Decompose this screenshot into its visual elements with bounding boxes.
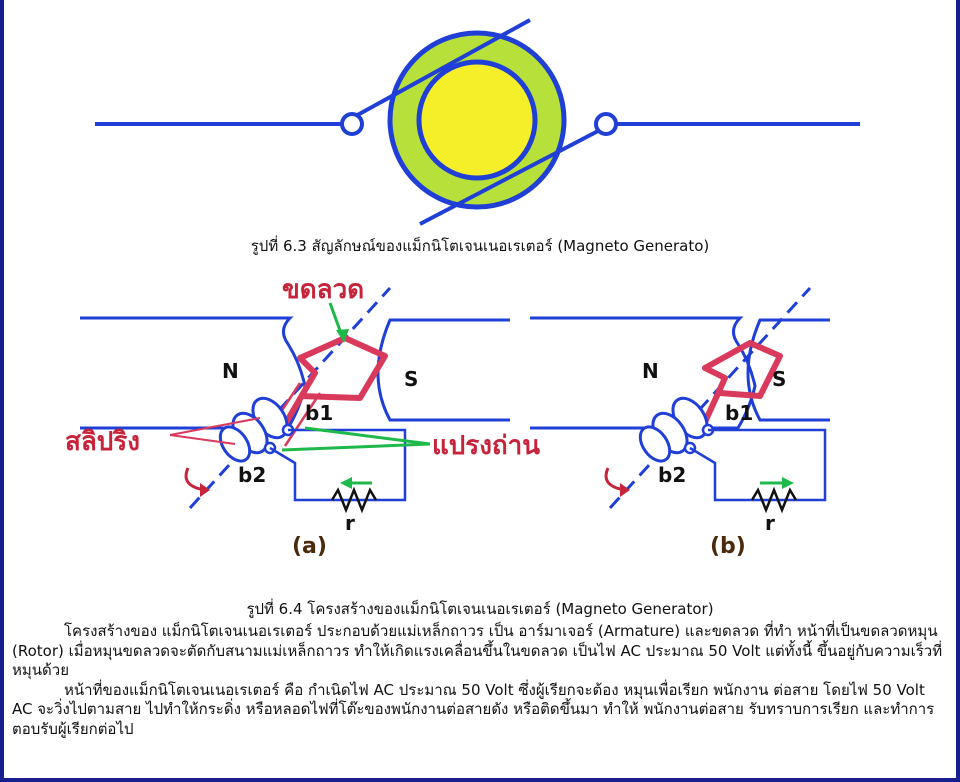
- label-b2-b: b2: [658, 463, 686, 487]
- magnet-n-pole: [80, 316, 307, 430]
- resistor-r: [330, 486, 378, 514]
- panel-a: ขดลวด สลิปริง แปรงถ่าน N S b1 b2 r (a): [65, 275, 540, 559]
- label-s-b: S: [772, 367, 786, 391]
- magnet-s-pole: [376, 318, 510, 422]
- label-b2: b2: [238, 463, 266, 487]
- label-n-b: N: [642, 359, 659, 383]
- label-slipring: สลิปริง: [65, 427, 140, 457]
- resistor-r-b: [750, 486, 798, 514]
- rotation-arrowhead-b: [620, 483, 630, 497]
- rotor-inner-core: [416, 59, 538, 181]
- magnet-s-pole-b: [746, 318, 830, 422]
- brush-pointer-2: [281, 442, 431, 452]
- current-arrowhead-b: [782, 477, 794, 489]
- brush-pointer-1: [304, 426, 431, 446]
- label-brush: แปรงถ่าน: [432, 431, 540, 461]
- left-terminal: [340, 112, 364, 136]
- figure-6-3-caption: รูปที่ 6.3 สัญลักษณ์ของแม็กนิโตเจนเนอเรเ…: [250, 237, 710, 255]
- upper-brush-line: [351, 18, 531, 120]
- label-n: N: [222, 359, 239, 383]
- magneto-structure-figure: ขดลวด สลิปริง แปรงถ่าน N S b1 b2 r (a) N…: [65, 275, 830, 559]
- rotation-axis: [188, 286, 392, 510]
- magneto-symbol-figure: [95, 18, 860, 226]
- coil-pointer-head: [336, 329, 349, 343]
- label-b1-b: b1: [725, 401, 753, 425]
- current-arrowhead-a: [340, 477, 352, 489]
- coil-loop-b: [697, 340, 783, 435]
- right-terminal: [594, 112, 618, 136]
- slip-ring-b3: [638, 425, 672, 463]
- rotation-axis-b: [608, 286, 812, 510]
- lower-brush-line: [419, 128, 601, 226]
- figure-6-4-caption: รูปที่ 6.4 โครงสร้างของแม็กนิโตเจนเนอเรเ…: [246, 600, 714, 618]
- rotation-arrowhead-a: [200, 483, 210, 497]
- paragraph-1: โครงสร้างของ แม็กนิโตเจนเนอเรเตอร์ ประกอ…: [12, 622, 943, 679]
- label-s: S: [404, 367, 418, 391]
- panel-label-a: (a): [292, 534, 327, 559]
- label-r: r: [345, 511, 355, 535]
- slipring-pointer: [169, 417, 261, 445]
- label-r-b: r: [765, 511, 775, 535]
- panel-b: N S b1 b2 r (b): [530, 286, 830, 559]
- label-b1: b1: [305, 401, 333, 425]
- panel-label-b: (b): [710, 534, 746, 559]
- label-coil: ขดลวด: [282, 275, 364, 305]
- paragraph-2: หน้าที่ของแม็กนิโตเจนเนอเรเตอร์ คือ กำเน…: [12, 680, 935, 738]
- body-text: โครงสร้างของ แม็กนิโตเจนเนอเรเตอร์ ประกอ…: [12, 622, 946, 739]
